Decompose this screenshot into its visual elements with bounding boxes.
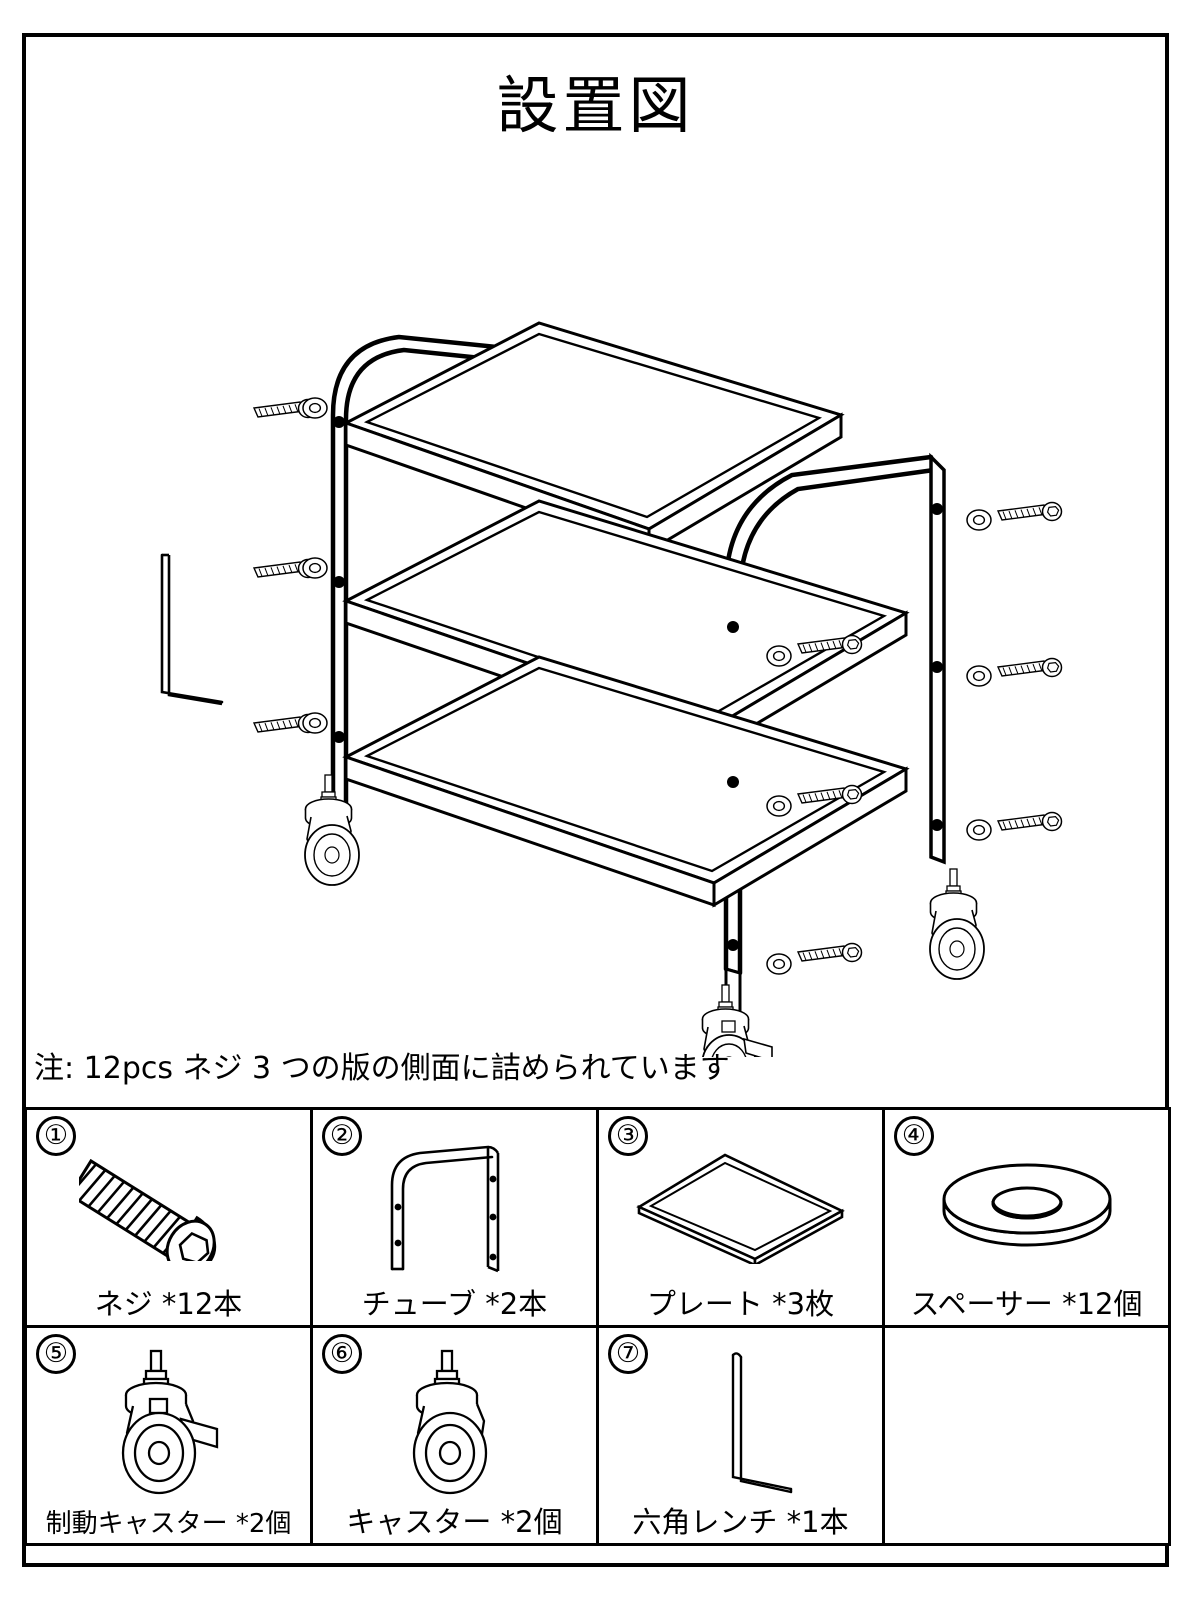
brake-caster-icon — [27, 1349, 310, 1495]
assembly-diagram — [26, 157, 1165, 1057]
caster-front-left — [304, 774, 360, 886]
callout-washer-left-2 — [302, 557, 328, 579]
tube-connection-dots — [333, 416, 943, 951]
callout-washer-mid-3 — [766, 953, 792, 975]
hex-wrench-icon — [599, 1352, 882, 1494]
part-number-badge: ⑦ — [608, 1334, 648, 1374]
part-number-badge: ④ — [894, 1116, 934, 1156]
part-cell-7: ⑦ 六角レンチ *1本 — [596, 1325, 885, 1546]
part-cell-1: ① — [24, 1107, 313, 1328]
callout-screw-right-1 — [997, 501, 1063, 522]
part-label: ネジ *12本 — [94, 1287, 243, 1322]
callout-washer-right-3 — [966, 819, 992, 841]
part-number-badge: ⑤ — [36, 1334, 76, 1374]
washer-icon — [885, 1136, 1168, 1276]
callout-screw-right-3 — [997, 811, 1063, 832]
page-title: 設置図 — [496, 69, 695, 142]
parts-row-1: ① — [24, 1107, 1171, 1328]
part-label: スペーサー *12個 — [910, 1287, 1143, 1322]
callout-screw-mid-3 — [797, 942, 863, 963]
hex-wrench-callout — [160, 553, 224, 706]
part-number-badge: ⑥ — [322, 1334, 362, 1374]
caster-rear-right — [929, 868, 985, 980]
part-number-badge: ② — [322, 1116, 362, 1156]
callout-washer-right-1 — [966, 509, 992, 531]
callout-washer-mid-1 — [766, 645, 792, 667]
part-label: 制動キャスター *2個 — [45, 1509, 292, 1540]
cart-shelf-bottom — [342, 655, 910, 908]
note-text: 注: 12pcs ネジ 3 つの版の側面に詰められています — [34, 1051, 730, 1086]
part-cell-6: ⑥ — [310, 1325, 599, 1546]
callout-washer-left-3 — [302, 712, 328, 734]
part-label: キャスター *2個 — [346, 1505, 563, 1540]
caster-icon — [313, 1349, 596, 1495]
part-label: プレート *3枚 — [646, 1287, 835, 1322]
tube-frame-icon — [313, 1136, 596, 1276]
callout-washer-mid-2 — [766, 795, 792, 817]
part-label: チューブ *2本 — [361, 1287, 548, 1322]
parts-list-table: ① — [24, 1107, 1171, 1546]
callout-washer-right-2 — [966, 665, 992, 687]
brake-caster-front — [701, 984, 773, 1057]
plate-icon — [599, 1136, 882, 1276]
part-number-badge: ① — [36, 1116, 76, 1156]
callout-washer-left-1 — [302, 397, 328, 419]
part-cell-4: ④ スペーサー *12個 — [882, 1107, 1171, 1328]
part-number-badge: ③ — [608, 1116, 648, 1156]
part-label: 六角レンチ *1本 — [632, 1505, 849, 1540]
part-cell-2: ② — [310, 1107, 599, 1328]
parts-row-2: ⑤ — [24, 1325, 1171, 1546]
screw-icon — [27, 1136, 310, 1276]
cart-rear-right-tube — [929, 452, 946, 865]
part-cell-3: ③ プレート *3枚 — [596, 1107, 885, 1328]
callout-screw-right-2 — [997, 657, 1063, 678]
instruction-sheet: 設置図 — [22, 33, 1171, 1567]
part-cell-empty — [882, 1325, 1171, 1546]
part-cell-5: ⑤ — [24, 1325, 313, 1546]
